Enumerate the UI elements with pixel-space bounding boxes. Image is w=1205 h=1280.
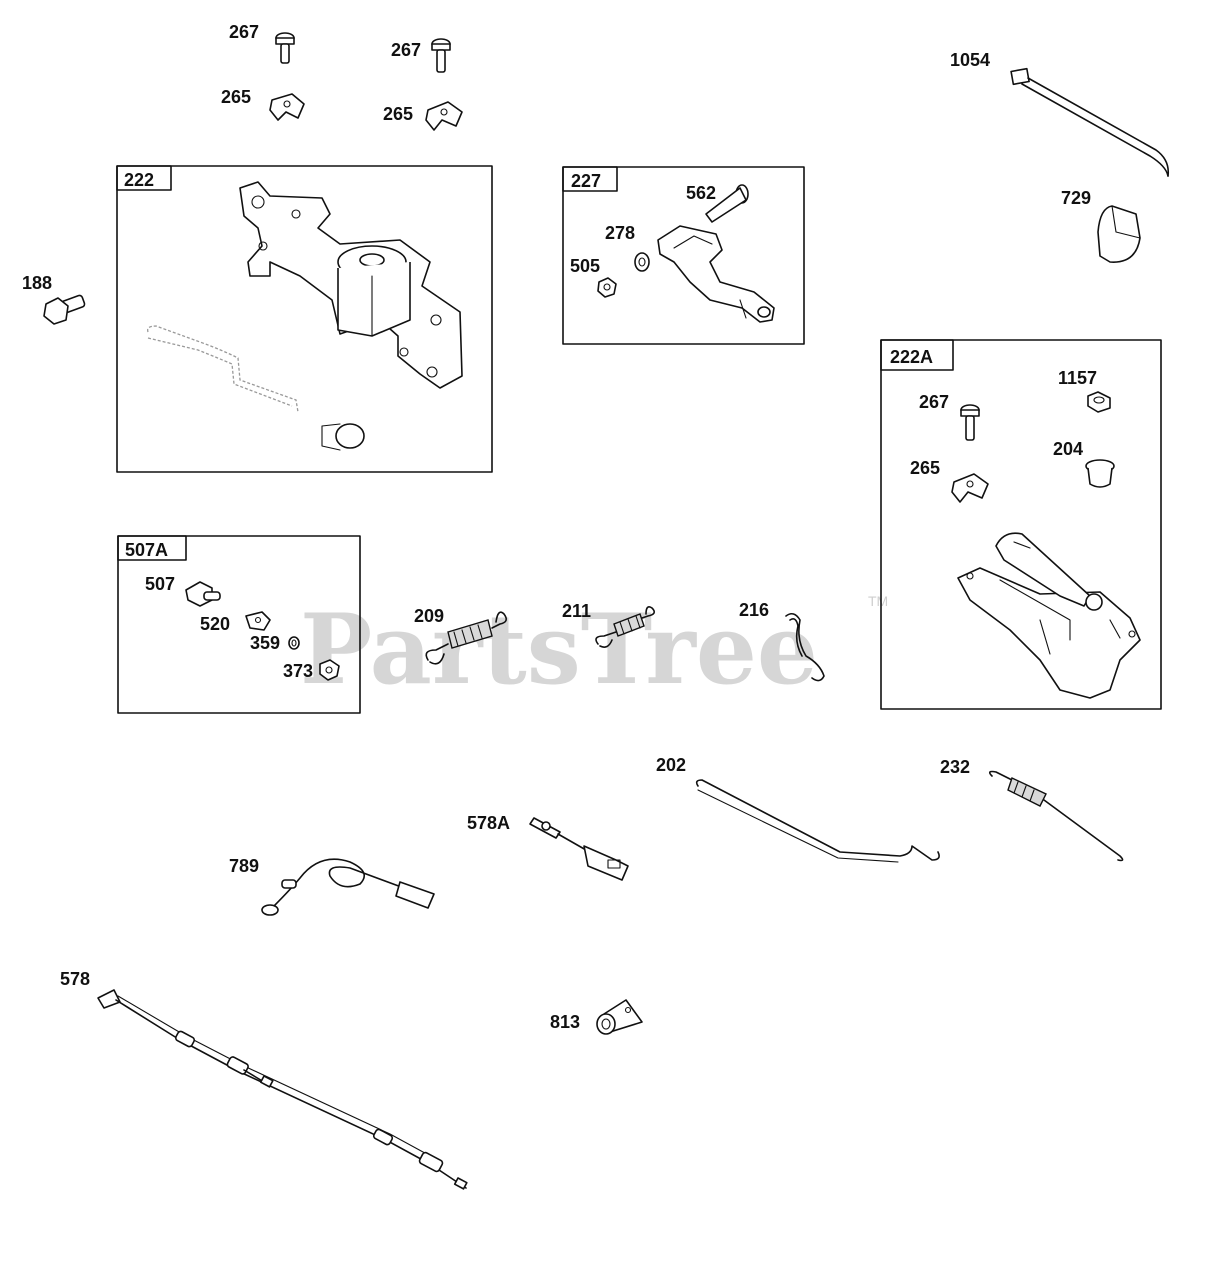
part-232-spring[interactable]: [988, 770, 1124, 862]
box-222a-label[interactable]: 222A: [890, 347, 933, 367]
part-267-bolt-top-right[interactable]: [431, 38, 451, 73]
label-265-top-left[interactable]: 265: [221, 87, 251, 107]
part-222a-control-bracket-assembly[interactable]: [957, 532, 1141, 699]
box-222a: [880, 339, 1162, 710]
part-222-governor-bracket-assembly[interactable]: [239, 181, 463, 389]
part-813-clamp[interactable]: [596, 999, 643, 1035]
label-202[interactable]: 202: [656, 755, 686, 775]
label-216[interactable]: 216: [739, 600, 769, 620]
part-578a-connector-harness[interactable]: [529, 817, 629, 881]
part-265-clip-box-222a[interactable]: [951, 473, 989, 503]
box-227-label[interactable]: 227: [571, 171, 601, 191]
part-265-clip-top-right[interactable]: [425, 101, 463, 131]
part-507-switch[interactable]: [185, 581, 221, 607]
label-578[interactable]: 578: [60, 969, 90, 989]
label-267-box-222a[interactable]: 267: [919, 392, 949, 412]
part-222-ghost-link-rod: [147, 325, 365, 451]
part-562-pin[interactable]: [705, 184, 749, 223]
part-278-washer[interactable]: [634, 252, 650, 272]
part-520-clip[interactable]: [245, 611, 271, 631]
label-278[interactable]: 278: [605, 223, 635, 243]
label-1054[interactable]: 1054: [950, 50, 990, 70]
box-227: [562, 166, 805, 345]
label-562[interactable]: 562: [686, 183, 716, 203]
label-1157[interactable]: 1157: [1058, 368, 1097, 388]
part-578-wire-harness[interactable]: [97, 989, 468, 1190]
label-578a[interactable]: 578A: [467, 813, 510, 833]
label-520[interactable]: 520: [200, 614, 230, 634]
label-232[interactable]: 232: [940, 757, 970, 777]
part-359-lockwasher[interactable]: [288, 636, 300, 650]
label-813[interactable]: 813: [550, 1012, 580, 1032]
label-265-top-right[interactable]: 265: [383, 104, 413, 124]
label-729[interactable]: 729: [1061, 188, 1091, 208]
label-204[interactable]: 204: [1053, 439, 1083, 459]
label-209[interactable]: 209: [414, 606, 444, 626]
part-204-bushing[interactable]: [1085, 459, 1115, 488]
label-211[interactable]: 211: [562, 601, 591, 621]
part-1157-nut[interactable]: [1087, 391, 1111, 413]
label-267-top-left[interactable]: 267: [229, 22, 259, 42]
part-227-lever[interactable]: [657, 225, 775, 323]
label-265-box-222a[interactable]: 265: [910, 458, 940, 478]
label-188[interactable]: 188: [22, 273, 52, 293]
part-1054-cable-tie[interactable]: [1010, 67, 1170, 177]
label-505[interactable]: 505: [570, 256, 600, 276]
label-507[interactable]: 507: [145, 574, 175, 594]
part-265-clip-top-left[interactable]: [269, 93, 305, 121]
part-373-nut[interactable]: [319, 659, 340, 681]
label-789[interactable]: 789: [229, 856, 259, 876]
box-507a: [117, 535, 361, 714]
part-789-ground-wire[interactable]: [261, 858, 435, 916]
part-505-nut[interactable]: [597, 277, 617, 298]
part-216-link[interactable]: [785, 612, 825, 682]
box-507a-label[interactable]: 507A: [125, 540, 168, 560]
watermark-trademark: TM: [868, 593, 888, 609]
box-222: [116, 165, 493, 473]
part-729-boot[interactable]: [1097, 205, 1141, 263]
part-209-spring[interactable]: [425, 611, 508, 665]
label-359[interactable]: 359: [250, 633, 280, 653]
part-211-spring[interactable]: [595, 606, 656, 648]
part-267-bolt-top-left[interactable]: [275, 32, 295, 64]
watermark: PartsTree: [300, 593, 818, 706]
label-267-top-right[interactable]: 267: [391, 40, 421, 60]
label-373[interactable]: 373: [283, 661, 313, 681]
part-188-flange-bolt[interactable]: [43, 294, 86, 325]
part-267-bolt-box-222a[interactable]: [960, 404, 980, 441]
box-222-label[interactable]: 222: [124, 170, 154, 190]
part-202-governor-rod[interactable]: [695, 779, 940, 863]
